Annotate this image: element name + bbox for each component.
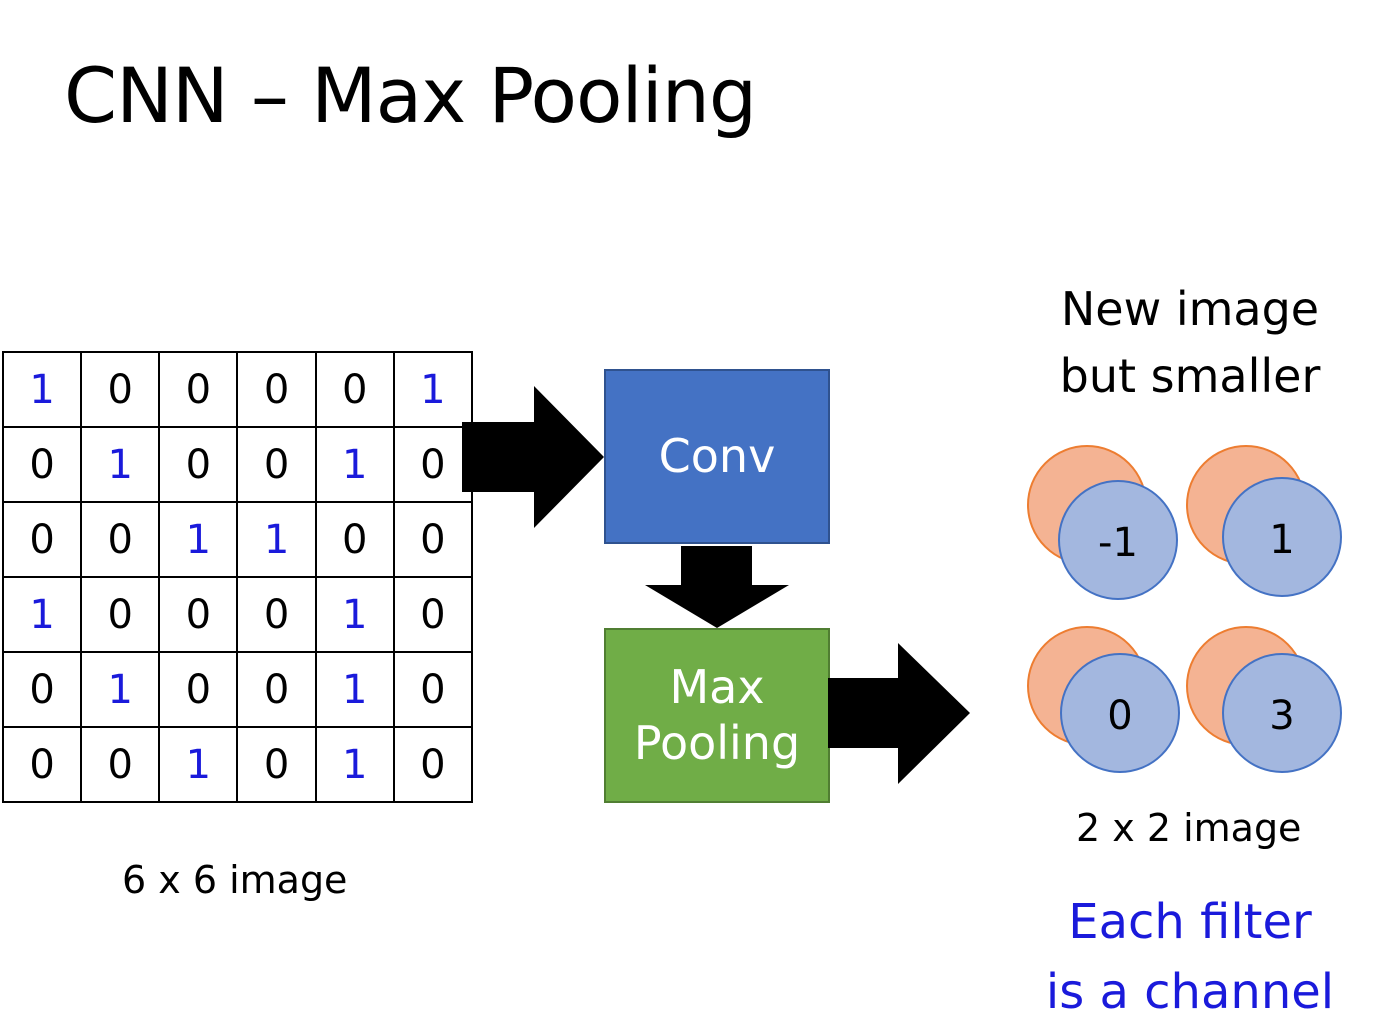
grid-cell: 0 (80, 501, 161, 578)
conv-label: Conv (658, 428, 776, 483)
grid-cell: 1 (158, 726, 239, 803)
output-value-1: -1 (1098, 520, 1138, 566)
grid-cell: 0 (236, 426, 317, 503)
grid-cell: 0 (158, 426, 239, 503)
front-circle-2 (1222, 477, 1342, 597)
grid-cell: 0 (80, 576, 161, 653)
grid-cell: 0 (236, 576, 317, 653)
slide-title: CNN – Max Pooling (64, 51, 757, 140)
pool-label-line1: Max (669, 660, 765, 715)
grid-cell: 1 (314, 651, 395, 728)
input-caption: 6 x 6 image (122, 858, 348, 902)
front-circle-4 (1222, 653, 1342, 773)
output-note: Each filter is a channel (1040, 888, 1340, 1027)
grid-cell: 0 (392, 501, 474, 578)
grid-cell: 0 (158, 351, 239, 428)
grid-cell: 0 (392, 576, 474, 653)
grid-cell: 0 (236, 651, 317, 728)
grid-cell: 1 (1, 351, 83, 428)
grid-cell: 1 (1, 576, 83, 653)
arrow-conv-to-pool (645, 546, 789, 628)
output-value-3: 0 (1107, 693, 1132, 739)
grid-cell: 0 (392, 651, 474, 728)
grid-cell: 1 (314, 576, 395, 653)
grid-cell: 0 (1, 726, 83, 803)
grid-cell: 0 (80, 351, 161, 428)
grid-cell: 1 (392, 351, 474, 428)
grid-cell: 1 (158, 501, 239, 578)
output-value-2: 1 (1269, 517, 1294, 563)
grid-cell: 0 (236, 351, 317, 428)
grid-cell: 0 (1, 501, 83, 578)
grid-cell: 0 (392, 726, 474, 803)
output-note-line1: Each filter (1068, 894, 1312, 950)
arrow-pool-to-output (828, 643, 970, 784)
grid-cell: 0 (158, 651, 239, 728)
grid-cell: 0 (1, 651, 83, 728)
arrow-input-to-conv (462, 386, 604, 528)
conv-block: Conv (604, 369, 830, 544)
grid-cell: 0 (158, 576, 239, 653)
grid-cell: 0 (80, 726, 161, 803)
front-circle-3 (1060, 653, 1180, 773)
output-caption: 2 x 2 image (1076, 806, 1302, 850)
grid-cell: 1 (80, 426, 161, 503)
grid-cell: 0 (314, 351, 395, 428)
grid-cell: 0 (314, 501, 395, 578)
grid-cell: 1 (314, 426, 395, 503)
grid-cell: 0 (1, 426, 83, 503)
output-heading-line2: but smaller (1059, 348, 1321, 403)
grid-cell: 1 (314, 726, 395, 803)
grid-cell: 1 (236, 501, 317, 578)
pool-label-line2: Pooling (633, 715, 801, 770)
grid-cell: 0 (236, 726, 317, 803)
output-note-line2: is a channel (1045, 963, 1335, 1020)
output-heading: New image but smaller (1040, 276, 1340, 409)
front-circle-1 (1058, 480, 1178, 600)
output-value-4: 3 (1269, 693, 1294, 739)
output-heading-line1: New image (1060, 282, 1320, 336)
grid-cell: 1 (80, 651, 161, 728)
